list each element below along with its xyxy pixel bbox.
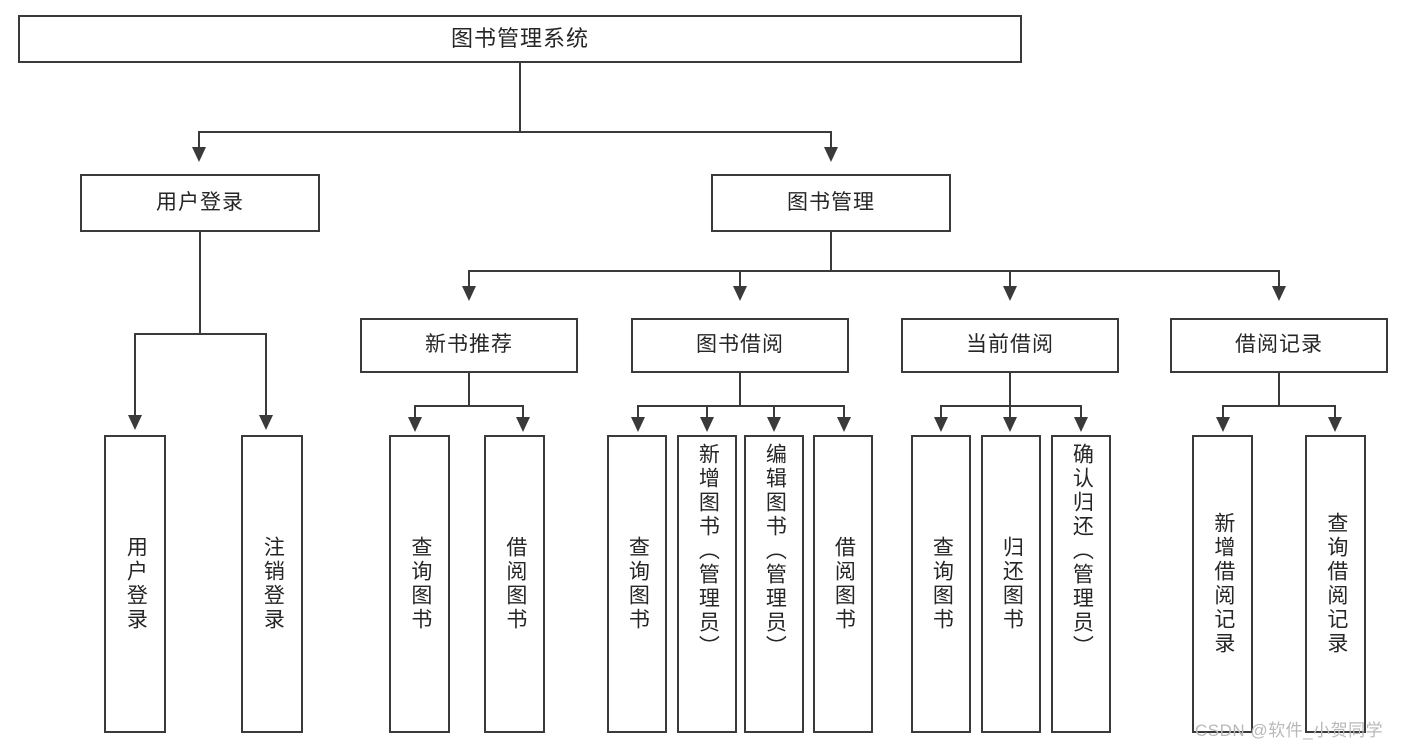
leaf-logout[interactable]: 注销登录 <box>241 435 303 733</box>
connector-br-bar <box>1222 405 1336 407</box>
node-label: 当前借阅 <box>966 333 1054 357</box>
node-label: 图书借阅 <box>696 333 784 357</box>
node-label: 新增图书（管理员） <box>696 443 720 659</box>
connector-book-mgmt-c1 <box>468 270 470 288</box>
connector-bb-c4 <box>843 405 845 419</box>
arrowhead-user-login <box>192 147 206 162</box>
leaf-nbr-borrow-book[interactable]: 借阅图书 <box>484 435 545 733</box>
node-label: 用户登录 <box>156 190 244 214</box>
arrowhead-borrow-record <box>1272 286 1286 301</box>
connector-book-mgmt-stem <box>830 232 832 272</box>
node-root-system[interactable]: 图书管理系统 <box>18 15 1022 63</box>
arrowhead-nbr-borrow-book <box>516 417 530 432</box>
node-label: 确认归还（管理员） <box>1070 443 1094 659</box>
arrowhead-cb-confirm-return <box>1074 417 1088 432</box>
node-label: 新增借阅记录 <box>1211 512 1235 656</box>
node-new-book-recommend[interactable]: 新书推荐 <box>360 318 578 373</box>
node-label: 借阅图书 <box>832 536 856 632</box>
connector-bb-stem <box>739 373 741 407</box>
connector-cb-stem <box>1009 373 1011 407</box>
node-user-login[interactable]: 用户登录 <box>80 174 320 232</box>
arrowhead-br-add-record <box>1216 417 1230 432</box>
connector-root-to-book-mgmt <box>830 131 832 149</box>
node-book-management[interactable]: 图书管理 <box>711 174 951 232</box>
connector-br-c2 <box>1334 405 1336 419</box>
leaf-bb-edit-book[interactable]: 编辑图书（管理员） <box>744 435 804 733</box>
connector-nbr-c1 <box>414 405 416 419</box>
leaf-bb-query-book[interactable]: 查询图书 <box>607 435 667 733</box>
connector-user-login-child2 <box>265 333 267 417</box>
arrowhead-current-borrow <box>1003 286 1017 301</box>
arrowhead-book-mgmt <box>824 147 838 162</box>
leaf-cb-query-book[interactable]: 查询图书 <box>911 435 971 733</box>
leaf-cb-confirm-return[interactable]: 确认归还（管理员） <box>1051 435 1111 733</box>
connector-user-login-bar <box>134 333 266 335</box>
node-label: 归还图书 <box>1000 536 1024 632</box>
arrowhead-bb-query-book <box>631 417 645 432</box>
node-label: 查询图书 <box>626 536 650 632</box>
node-label: 查询图书 <box>408 536 432 632</box>
connector-user-login-stem <box>199 232 201 335</box>
connector-cb-bar <box>940 405 1082 407</box>
connector-book-mgmt-c3 <box>1009 270 1011 288</box>
arrowhead-cb-query-book <box>934 417 948 432</box>
node-label: 借阅记录 <box>1235 333 1323 357</box>
leaf-br-query-record[interactable]: 查询借阅记录 <box>1305 435 1366 733</box>
leaf-cb-return-book[interactable]: 归还图书 <box>981 435 1041 733</box>
connector-nbr-bar <box>414 405 524 407</box>
connector-bb-c1 <box>637 405 639 419</box>
connector-book-mgmt-c2 <box>739 270 741 288</box>
connector-root-stem <box>519 63 521 133</box>
csdn-watermark: CSDN @软件_小贺同学 <box>1195 716 1383 741</box>
node-borrow-record[interactable]: 借阅记录 <box>1170 318 1388 373</box>
connector-cb-c2 <box>1009 405 1011 419</box>
connector-bb-c3 <box>773 405 775 419</box>
node-label: 查询借阅记录 <box>1324 512 1348 656</box>
connector-br-stem <box>1278 373 1280 407</box>
leaf-bb-borrow-book[interactable]: 借阅图书 <box>813 435 873 733</box>
arrowhead-nbr-query-book <box>408 417 422 432</box>
watermark-text: CSDN @软件_小贺同学 <box>1195 721 1384 740</box>
arrowhead-cb-return-book <box>1003 417 1017 432</box>
connector-cb-c1 <box>940 405 942 419</box>
node-label: 借阅图书 <box>503 536 527 632</box>
arrowhead-book-borrow <box>733 286 747 301</box>
node-current-borrow[interactable]: 当前借阅 <box>901 318 1119 373</box>
connector-root-bar <box>198 131 832 133</box>
leaf-nbr-query-book[interactable]: 查询图书 <box>389 435 450 733</box>
arrowhead-leaf-logout <box>259 415 273 430</box>
connector-bb-c2 <box>706 405 708 419</box>
arrowhead-bb-borrow-book <box>837 417 851 432</box>
connector-book-mgmt-bar <box>468 270 1280 272</box>
arrowhead-bb-edit-book <box>767 417 781 432</box>
connector-cb-c3 <box>1080 405 1082 419</box>
leaf-user-login[interactable]: 用户登录 <box>104 435 166 733</box>
connector-nbr-stem <box>468 373 470 407</box>
node-label: 注销登录 <box>261 536 285 632</box>
node-label: 查询图书 <box>930 536 954 632</box>
connector-br-c1 <box>1222 405 1224 419</box>
node-book-borrow[interactable]: 图书借阅 <box>631 318 849 373</box>
node-label: 图书管理 <box>787 190 875 214</box>
node-label: 新书推荐 <box>425 333 513 357</box>
arrowhead-leaf-user-login <box>128 415 142 430</box>
connector-nbr-c2 <box>522 405 524 419</box>
node-label: 编辑图书（管理员） <box>763 443 787 659</box>
arrowhead-bb-add-book <box>700 417 714 432</box>
connector-user-login-child1 <box>134 333 136 417</box>
arrowhead-br-query-record <box>1328 417 1342 432</box>
leaf-br-add-record[interactable]: 新增借阅记录 <box>1192 435 1253 733</box>
leaf-bb-add-book[interactable]: 新增图书（管理员） <box>677 435 737 733</box>
connector-book-mgmt-c4 <box>1278 270 1280 288</box>
node-label: 图书管理系统 <box>450 26 589 52</box>
node-label: 用户登录 <box>124 536 148 632</box>
connector-bb-bar <box>637 405 845 407</box>
arrowhead-new-book-recommend <box>462 286 476 301</box>
connector-root-to-user-login <box>198 131 200 149</box>
